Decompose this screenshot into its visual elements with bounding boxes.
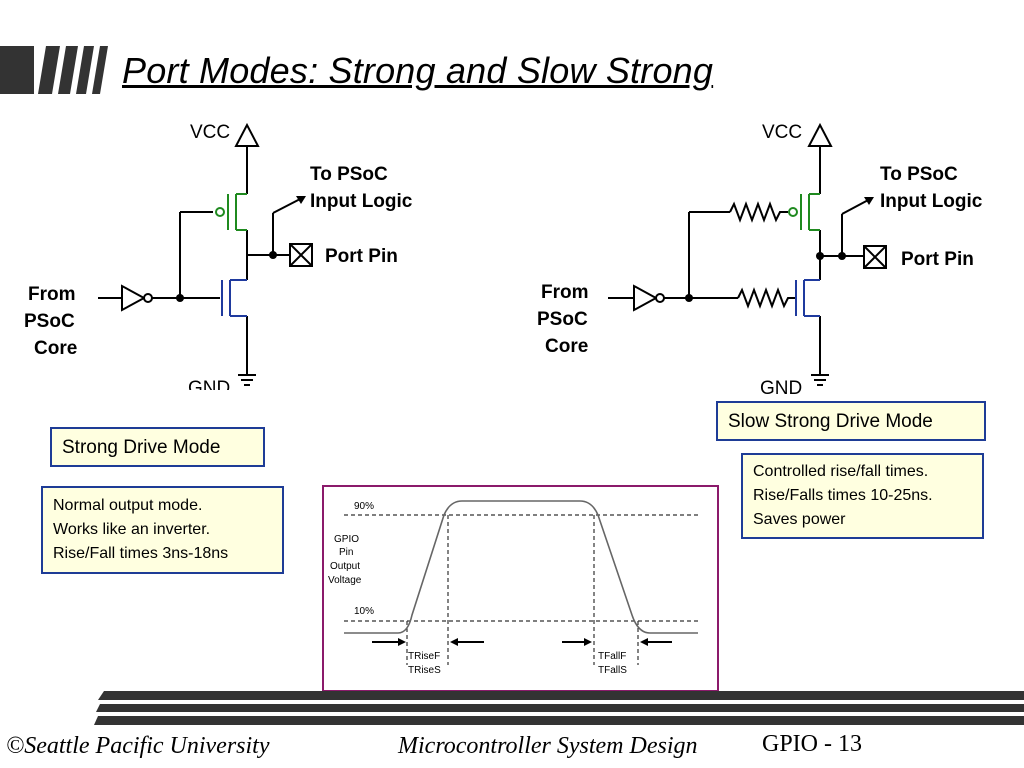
strong-drive-mode-label: Strong Drive Mode — [62, 437, 221, 458]
slow-strong-drive-notes: Controlled rise/fall times. Rise/Falls t… — [741, 453, 984, 539]
footer-page: GPIO - 13 — [762, 731, 862, 757]
trise-slow-label: TRiseS — [408, 665, 441, 676]
psoc-label: PSoC — [24, 311, 75, 332]
input-logic-label: Input Logic — [310, 191, 413, 212]
port-pin-symbol — [289, 243, 313, 267]
slow-strong-drive-circuit: VCC GND To PSoC Input Logic Port Pin Fro… — [537, 122, 983, 399]
resistor-upper — [729, 201, 788, 223]
waveform-trace — [344, 500, 698, 634]
footer-course: Microcontroller System Design — [398, 733, 698, 759]
inverter-symbol — [121, 284, 147, 312]
note-line: Rise/Fall times 3ns-18ns — [53, 545, 229, 562]
slow-strong-drive-mode-box: Slow Strong Drive Mode — [716, 401, 986, 441]
gnd-label: GND — [188, 378, 230, 390]
tfall-fast-label: TFallF — [598, 651, 626, 662]
note-line: Works like an inverter. — [53, 521, 211, 538]
vcc-symbol — [234, 122, 260, 147]
resistor-lower — [737, 287, 796, 309]
core-label: Core — [545, 336, 588, 357]
port-pin-label: Port Pin — [901, 249, 974, 270]
strong-drive-circuit: VCC GND To PSoC Input Logic Port Pin Fro… — [24, 122, 413, 390]
footer-copyright: ©Seattle Pacific University — [6, 733, 270, 759]
pmos-transistor — [215, 193, 247, 231]
psoc-label: PSoC — [537, 309, 588, 330]
slide-title: Port Modes: Strong and Slow Strong — [122, 50, 714, 91]
input-logic-label: Input Logic — [880, 191, 983, 212]
port-pin-symbol — [863, 245, 887, 269]
inverter-symbol — [633, 284, 659, 312]
ylabel-line: Voltage — [328, 575, 362, 586]
level-10-label: 10% — [354, 606, 374, 617]
vcc-label: VCC — [190, 122, 230, 143]
nmos-transistor — [795, 279, 820, 317]
port-pin-label: Port Pin — [325, 246, 398, 267]
note-line: Controlled rise/fall times. — [753, 463, 929, 480]
strong-drive-notes: Normal output mode. Works like an invert… — [41, 486, 284, 574]
to-psoc-label: To PSoC — [310, 164, 388, 185]
ylabel-line: Pin — [339, 547, 353, 558]
core-label: Core — [34, 338, 77, 359]
trise-fast-label: TRiseF — [408, 651, 440, 662]
to-psoc-label: To PSoC — [880, 164, 958, 185]
pmos-transistor — [788, 193, 820, 231]
ylabel-line: Output — [330, 561, 360, 572]
gnd-label: GND — [760, 378, 802, 399]
ylabel-line: GPIO — [334, 534, 359, 545]
note-line: Saves power — [753, 511, 846, 528]
strong-drive-mode-box: Strong Drive Mode — [50, 427, 265, 467]
tfall-slow-label: TFallS — [598, 665, 627, 676]
header-bars-decoration — [0, 46, 108, 94]
note-line: Rise/Falls times 10-25ns. — [753, 487, 933, 504]
vcc-symbol — [807, 122, 833, 147]
note-line: Normal output mode. — [53, 497, 203, 514]
vcc-label: VCC — [762, 122, 802, 143]
slow-strong-drive-mode-label: Slow Strong Drive Mode — [728, 411, 933, 432]
nmos-transistor — [221, 279, 247, 317]
rise-fall-waveform: 90% 10% GPIO Pin Output Voltage TRiseF T… — [322, 485, 719, 692]
from-label: From — [541, 282, 589, 303]
footer-bars-decoration — [94, 691, 1024, 725]
from-label: From — [28, 284, 76, 305]
level-90-label: 90% — [354, 501, 374, 512]
